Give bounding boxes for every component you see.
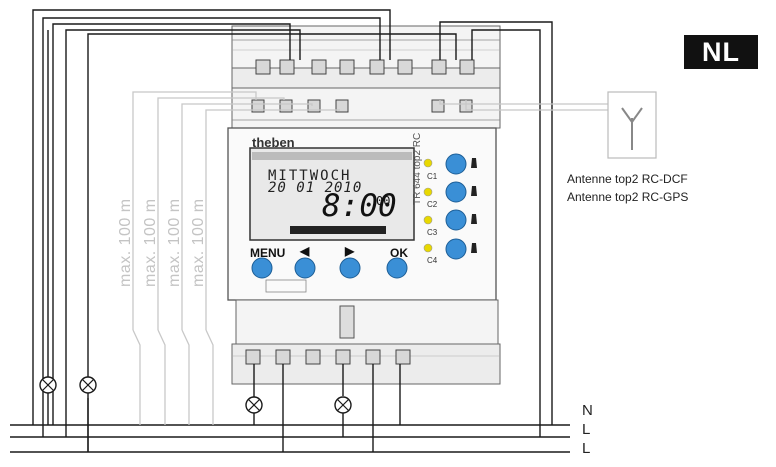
lcd-time: 8:00 (322, 188, 397, 224)
language-badge: NL (684, 35, 758, 69)
channel-label-2: C2 (427, 200, 438, 209)
ok-button-label: OK (390, 246, 408, 260)
distance-label-3: max. 100 m (166, 198, 183, 287)
rail-label-l2: L (582, 440, 591, 457)
antenna-icon (621, 107, 643, 150)
menu-button-label: MENU (250, 246, 286, 260)
lcd-date: 20 01 2010 (268, 180, 363, 196)
distance-label-2: max. 100 m (142, 198, 159, 287)
channel-label-1: C1 (427, 172, 438, 181)
lcd-display (249, 147, 415, 241)
channel-label-3: C3 (427, 228, 438, 237)
fuse-slot (339, 305, 355, 339)
bottom-terminals (245, 349, 411, 365)
model-label: TR 644 top2 RC (412, 132, 423, 205)
hand-icons (471, 158, 477, 253)
channel-label-4: C4 (427, 256, 438, 265)
channel-buttons[interactable] (445, 153, 467, 260)
rail-label-n: N (582, 402, 593, 419)
distance-label-1: max. 100 m (117, 198, 134, 287)
distance-label-4: max. 100 m (190, 198, 207, 287)
label-plate (265, 279, 307, 293)
right-button-label: ▶ (345, 244, 355, 258)
channel-leds (423, 158, 433, 253)
menu-buttons[interactable] (251, 257, 408, 279)
lcd-bar (252, 152, 412, 160)
rail-label-l1: L (582, 421, 591, 438)
wiring (10, 9, 570, 453)
antenna-label-gps: Antenne top2 RC-GPS (567, 190, 689, 204)
lcd-status-strip (290, 226, 386, 234)
lcd-seconds: 00 (376, 194, 391, 208)
top-terminals (255, 59, 475, 75)
lamp-crosses (41, 378, 350, 412)
lcd-day: MITTWOCH (268, 168, 352, 184)
antenna-label-dcf: Antenne top2 RC-DCF (567, 172, 688, 186)
brand-logo: theben (252, 135, 295, 150)
extension-wiring (132, 91, 610, 425)
left-button-label: ◀ (300, 244, 310, 258)
